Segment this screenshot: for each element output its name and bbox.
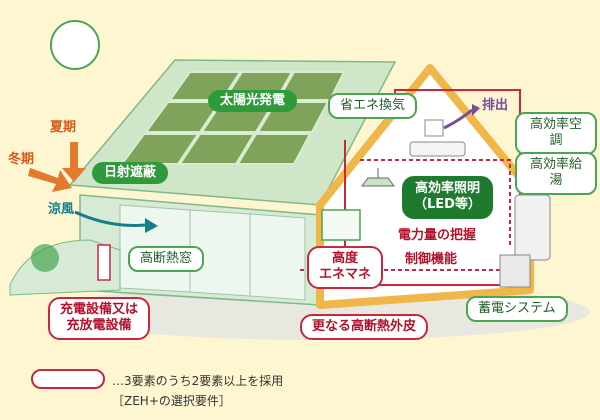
storage-battery-icon xyxy=(499,254,531,288)
lamp-icon xyxy=(361,177,395,187)
ventilation-unit-icon xyxy=(424,119,444,137)
lighting-label-line2: （LED等） xyxy=(414,197,481,213)
legend-line2: ［ZEH+の選択要件］ xyxy=(112,394,231,408)
lighting-label-line1: 高効率照明 xyxy=(414,181,480,196)
cool-wind-label: 涼風 xyxy=(48,202,75,217)
charger-icon xyxy=(97,244,111,281)
exhaust-label: 排出 xyxy=(482,98,509,113)
enemane-label-line2: エネマネ xyxy=(319,267,372,283)
lighting-label: 高効率照明 （LED等） xyxy=(402,176,493,219)
summer-arrow xyxy=(62,142,86,182)
cool-wind-arrow xyxy=(74,210,146,227)
insulated-window-label: 高断熱窓 xyxy=(128,246,205,273)
water-heater-icon xyxy=(514,194,551,261)
charging-label: 充電設備又は 充放電設備 xyxy=(48,297,151,340)
storage-label: 蓄電システム xyxy=(466,296,568,323)
legend-line1: …3要素のうち2要素以上を採用 xyxy=(112,374,284,388)
enemane-label-line1: 高度 xyxy=(332,251,359,266)
exhaust-arrow xyxy=(443,108,473,130)
power-monitoring-label: 電力量の把握 xyxy=(398,228,477,243)
summer-label: 夏期 xyxy=(50,120,77,135)
cool-wind-arrow-head xyxy=(145,218,158,233)
tree-icon xyxy=(31,244,59,272)
water-heater-label: 高効率給湯 xyxy=(515,152,597,195)
exhaust-arrow-head xyxy=(472,104,480,116)
control-label: 制御機能 xyxy=(405,252,458,267)
enemane-label: 高度 エネマネ xyxy=(307,246,384,289)
monitor-dashed-line xyxy=(360,159,511,245)
air-conditioner-icon xyxy=(409,141,466,157)
charging-label-line2: 充放電設備 xyxy=(66,318,132,334)
enemane-monitor-icon xyxy=(321,209,361,241)
shade-label: 日射遮蔽 xyxy=(92,162,169,185)
envelope-label: 更なる高断熱外皮 xyxy=(300,314,429,341)
legend-box xyxy=(31,369,105,389)
winter-label: 冬期 xyxy=(8,152,35,167)
hvac-label: 高効率空調 xyxy=(515,112,597,155)
winter-arrow xyxy=(28,168,72,192)
sun-icon xyxy=(50,20,100,70)
solar-label: 太陽光発電 xyxy=(208,90,298,113)
ventilation-label: 省エネ換気 xyxy=(328,93,418,120)
charging-label-line1: 充電設備又は xyxy=(60,302,139,317)
